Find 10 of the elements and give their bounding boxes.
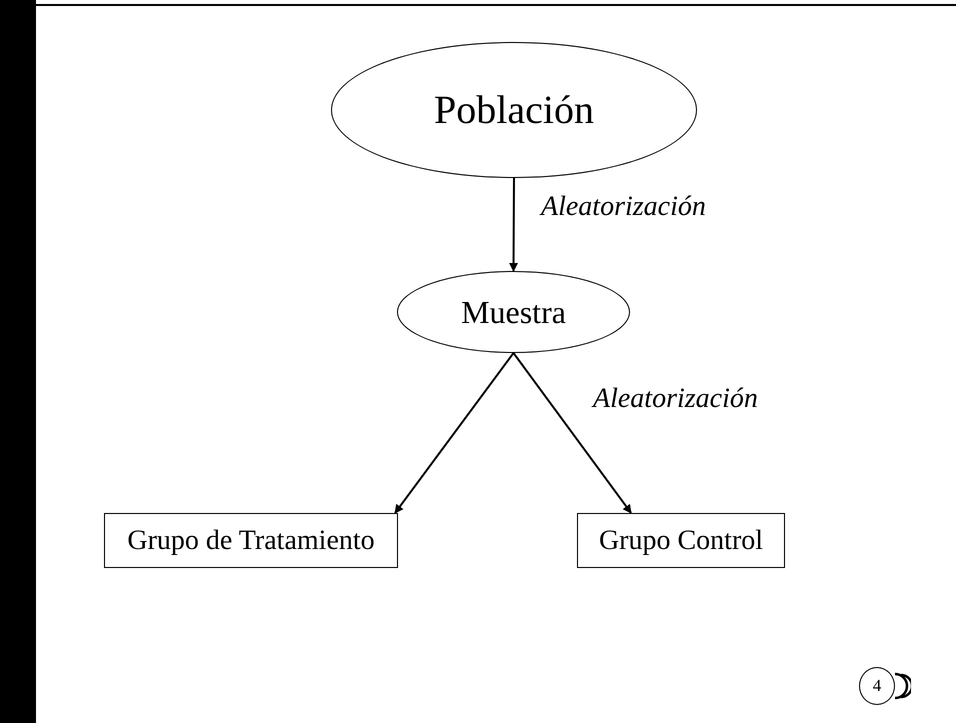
page-number: 4 — [859, 667, 895, 705]
arrow — [512, 352, 632, 514]
process-box — [577, 513, 785, 568]
node-label: Muestra — [461, 296, 566, 328]
arrow — [509, 178, 518, 272]
node-label: Grupo de Tratamiento — [127, 526, 375, 554]
node-label: Grupo Control — [598, 526, 764, 554]
node-label: Población — [434, 90, 594, 130]
arrow — [394, 352, 514, 514]
process-box — [104, 513, 398, 568]
